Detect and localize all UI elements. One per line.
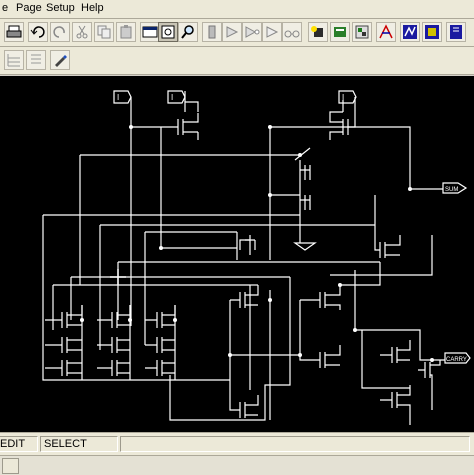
- layout-icon: [355, 25, 369, 39]
- route-button[interactable]: [376, 22, 396, 42]
- pen-icon: [55, 55, 67, 67]
- carry-output-label: CARRY: [446, 357, 467, 363]
- buffer-button[interactable]: [262, 22, 282, 42]
- gate-icon: [226, 26, 239, 38]
- secondary-toolbar: [0, 47, 474, 75]
- view-button[interactable]: [140, 22, 160, 42]
- gate-button[interactable]: [222, 22, 242, 42]
- scroll-left-button[interactable]: [2, 458, 19, 474]
- main-toolbar: [0, 19, 474, 47]
- left-stack: [45, 232, 176, 380]
- window-icon: [142, 26, 158, 38]
- layout-button[interactable]: [352, 22, 372, 42]
- cut-button[interactable]: [72, 22, 92, 42]
- inverter-icon: [245, 26, 260, 38]
- menu-file[interactable]: e: [2, 2, 9, 14]
- align-button[interactable]: [26, 50, 46, 70]
- input-pin-label: I: [171, 93, 173, 102]
- horizontal-scrollbar[interactable]: [0, 455, 474, 475]
- sum-output-label: SUM: [445, 187, 458, 193]
- nmos-button[interactable]: [202, 22, 222, 42]
- waveform-icon: [403, 25, 417, 39]
- route-icon: [379, 24, 393, 39]
- glasses-icon: [284, 30, 300, 38]
- paste-button[interactable]: [116, 22, 136, 42]
- input-pin-label: I: [117, 93, 119, 102]
- help-button[interactable]: [446, 22, 466, 42]
- menu-page[interactable]: Page: [16, 2, 42, 14]
- book-icon: [425, 25, 439, 39]
- chip-icon: [311, 26, 323, 37]
- waveform-button[interactable]: [400, 22, 420, 42]
- print-button[interactable]: [4, 22, 24, 42]
- schematic-drawing: I I I SUM CARRY: [42, 90, 471, 425]
- netlist-icon: [334, 27, 346, 37]
- mode-status: EDIT: [0, 436, 38, 452]
- redo-button[interactable]: [50, 22, 70, 42]
- schematic-canvas[interactable]: I I I SUM CARRY: [0, 76, 474, 432]
- grid-icon: [7, 54, 20, 67]
- menu-help[interactable]: Help: [81, 2, 104, 14]
- grid-button[interactable]: [4, 50, 24, 70]
- cut-icon: [76, 25, 88, 39]
- menu-setup[interactable]: Setup: [46, 2, 75, 14]
- help-book-icon: [450, 25, 462, 39]
- menu-bar: e Page Setup Help: [0, 0, 474, 19]
- analysis-button[interactable]: [422, 22, 442, 42]
- probe-button[interactable]: [282, 22, 302, 42]
- simulate-button[interactable]: [308, 22, 328, 42]
- redo-icon: [53, 26, 65, 38]
- undo-icon: [30, 26, 45, 38]
- tool-status: SELECT: [40, 436, 118, 452]
- buffer-icon: [266, 26, 279, 38]
- print-icon: [6, 25, 22, 38]
- component-icon: [208, 25, 216, 39]
- inverter-button[interactable]: [242, 22, 262, 42]
- zoom-fit-button[interactable]: [158, 22, 178, 42]
- zoom-button[interactable]: [178, 22, 198, 42]
- pin-labels: I I I SUM CARRY: [117, 93, 467, 363]
- pen-button[interactable]: [50, 50, 70, 70]
- paste-icon: [120, 25, 132, 39]
- info-status: [120, 436, 470, 452]
- copy-button[interactable]: [94, 22, 114, 42]
- zoom-fit-icon: [161, 25, 175, 39]
- align-icon: [31, 54, 41, 64]
- status-bar: EDIT SELECT: [0, 432, 474, 455]
- input-pin-label: I: [342, 93, 344, 102]
- copy-icon: [97, 25, 111, 39]
- undo-button[interactable]: [28, 22, 48, 42]
- netlist-button[interactable]: [330, 22, 350, 42]
- wires: [42, 90, 471, 425]
- magnifier-icon: [181, 25, 194, 39]
- junction-dots: [80, 125, 434, 362]
